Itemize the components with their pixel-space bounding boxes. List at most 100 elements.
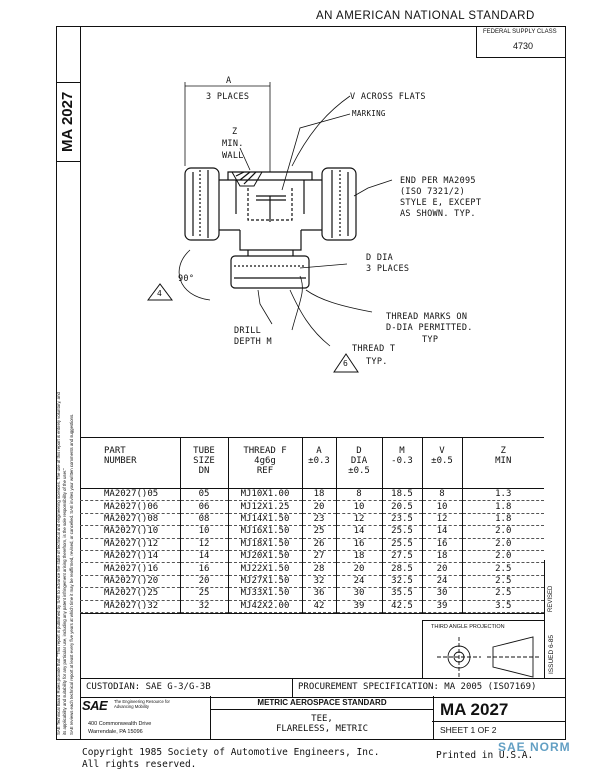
flag-4-number: 4 — [157, 289, 163, 298]
address-line-1: 400 Commonwealth Drive — [88, 721, 152, 727]
thread-marks-line-1: THREAD MARKS ON — [386, 312, 468, 322]
table-cell: 27.5 — [381, 550, 422, 564]
copyright-text: Copyright 1985 Society of Automotive Eng… — [82, 747, 380, 758]
table-cell: 20 — [301, 500, 336, 514]
issued-label: ISSUED 6-85 — [548, 634, 555, 674]
dim-a-places: 3 PLACES — [206, 92, 250, 102]
table-cell: 12 — [335, 513, 382, 527]
table-cell: 10 — [335, 500, 382, 514]
table-cell: 14 — [421, 525, 462, 539]
table-cell: 26 — [301, 538, 336, 551]
table-cell: MJ33X1.50 — [227, 587, 302, 601]
wall-label: WALL — [222, 151, 244, 161]
table-cell: 24 — [335, 575, 382, 589]
custodian-row: CUSTODIAN: SAE G-3/G-3B PROCUREMENT SPEC… — [80, 678, 566, 698]
table-cell: 2.0 — [461, 550, 544, 564]
table-cell: MA2027()25 — [80, 587, 180, 601]
table-cell: MA2027()20 — [80, 575, 180, 589]
table-cell: 1.8 — [461, 513, 544, 527]
table-cell: MJ42X2.00 — [227, 600, 302, 613]
table-cell: 20 — [179, 575, 228, 589]
marking-label: MARKING — [352, 109, 386, 118]
end-per-line-2: (ISO 7321/2) — [400, 187, 466, 197]
table-cell: 42 — [301, 600, 336, 613]
table-cell: 28.5 — [381, 562, 422, 576]
table-cell: MJ16X1.50 — [227, 525, 302, 539]
sae-tagline: The Engineering Resource for Advancing M… — [114, 699, 170, 709]
z-label: Z — [232, 127, 238, 137]
table-cell: 10 — [179, 525, 228, 539]
projection-box: THIRD ANGLE PROJECTION — [422, 620, 545, 679]
table-cell: 2.5 — [461, 562, 544, 576]
address-line-2: Warrendale, PA 15096 — [88, 729, 143, 735]
side-disclaimer-2: its applicability and suitability for an… — [62, 468, 67, 735]
table-cell: MJ27X1.50 — [227, 575, 302, 589]
table-cell: 23.5 — [381, 513, 422, 527]
table-cell: 35.5 — [381, 587, 422, 601]
dim-a-label: A — [226, 76, 232, 86]
table-cell: MJ10X1.00 — [227, 488, 302, 502]
standard-title: AN AMERICAN NATIONAL STANDARD — [316, 10, 535, 22]
table-cell: 2.0 — [461, 525, 544, 539]
custodian-cell-divider — [292, 679, 293, 697]
table-cell: 25.5 — [381, 538, 422, 551]
table-cell: 32.5 — [381, 575, 422, 589]
angle-label: 90° — [178, 274, 195, 284]
table-cell: 2.5 — [461, 587, 544, 601]
end-per-line-1: END PER MA2095 — [400, 176, 476, 186]
thread-marks-line-3: TYP — [422, 335, 439, 345]
table-cell: 16 — [421, 538, 462, 551]
table-cell: 20 — [335, 562, 382, 576]
table-cell: 42.5 — [381, 600, 422, 613]
d-dia-label: D DIA — [366, 253, 394, 263]
table-cell: 16 — [335, 538, 382, 551]
table-cell: 32 — [179, 600, 228, 613]
titleblock-doc-number: MA 2027 — [440, 700, 509, 719]
title-block: SAE The Engineering Resource for Advanci… — [80, 696, 566, 740]
table-cell: MA2027()16 — [80, 562, 180, 576]
table-cell: 39 — [335, 600, 382, 613]
table-cell: MA2027()05 — [80, 488, 180, 502]
side-disclaimer-1: SAE Technical Board Rules provide that: … — [56, 392, 61, 735]
table-cell: 30 — [335, 587, 382, 601]
table-cell: 28 — [301, 562, 336, 576]
table-cell: MJ22X1.50 — [227, 562, 302, 576]
table-cell: MJ18X1.50 — [227, 538, 302, 551]
table-cell: 18 — [301, 488, 336, 502]
table-cell: 25 — [179, 587, 228, 601]
v-across-flats-label: V ACROSS FLATS — [350, 92, 426, 102]
table-cell: 16 — [179, 562, 228, 576]
sheet-divider — [432, 721, 566, 722]
table-cell: MJ14X1.50 — [227, 513, 302, 527]
side-strip — [56, 26, 81, 740]
table-cell: MA2027()06 — [80, 500, 180, 514]
depth-label: DEPTH M — [234, 337, 272, 347]
thread-marks-line-2: D-DIA PERMITTED. — [386, 323, 473, 333]
revision-strip — [544, 560, 567, 678]
header-m: M-0.3 — [381, 438, 422, 489]
d-dia-places: 3 PLACES — [366, 264, 410, 274]
table-cell: 2.5 — [461, 575, 544, 589]
rights-text: All rights reserved. — [82, 759, 197, 770]
custodian-text: CUSTODIAN: SAE G-3/G-3B — [86, 682, 211, 692]
table-cell: MA2027()32 — [80, 600, 180, 613]
federal-supply-label: FEDERAL SUPPLY CLASS — [483, 29, 557, 35]
thread-t-typ: TYP. — [366, 357, 388, 367]
projection-symbol-icon — [437, 636, 539, 678]
flag-6-number: 6 — [343, 359, 349, 368]
table-cell: 12 — [421, 513, 462, 527]
table-cell: MJ20X1.50 — [227, 550, 302, 564]
table-cell: 1.3 — [461, 488, 544, 502]
procurement-text: PROCUREMENT SPECIFICATION: MA 2005 (ISO7… — [298, 682, 537, 692]
